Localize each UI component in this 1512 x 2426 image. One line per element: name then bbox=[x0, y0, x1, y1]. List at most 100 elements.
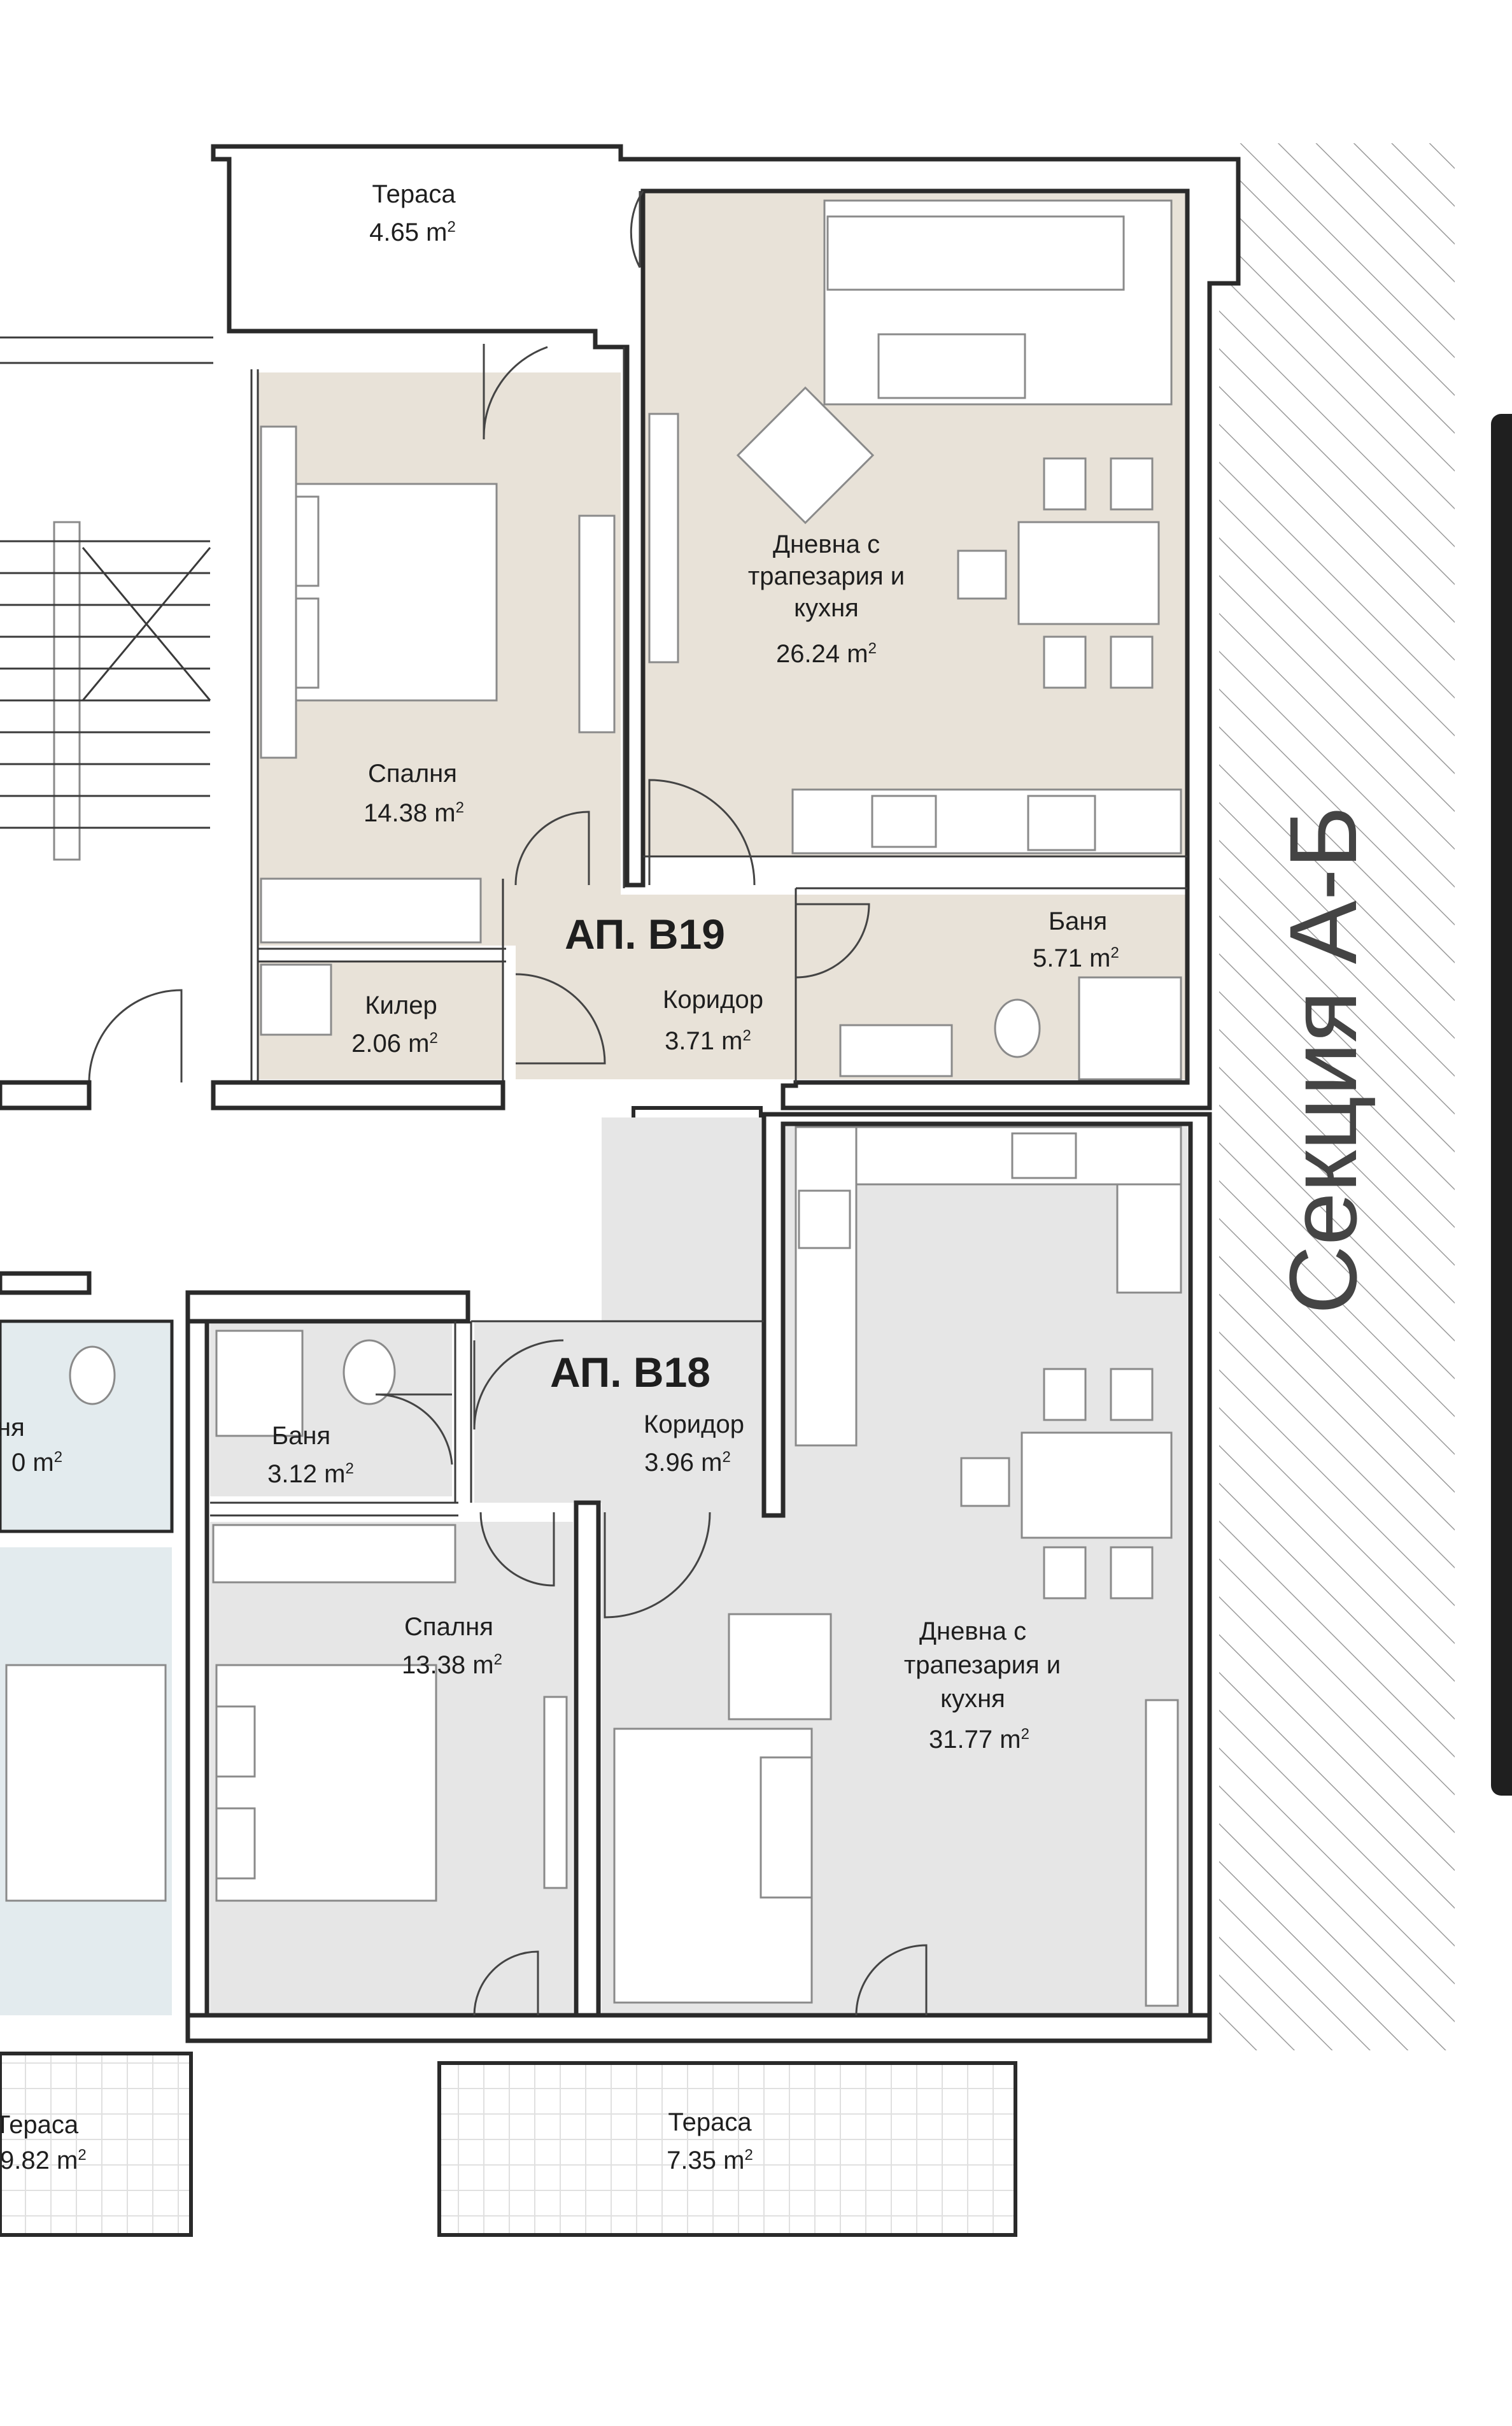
closet-b18 bbox=[212, 1524, 456, 1584]
walls-shared bbox=[211, 1080, 505, 1110]
label-terrace-b19-area: 4.65 m2 bbox=[369, 218, 456, 246]
room-terrace-b18 bbox=[437, 2061, 1017, 2237]
area-unit-sup: 2 bbox=[868, 640, 877, 657]
closet-b19 bbox=[260, 877, 482, 944]
area-value: 9.82 bbox=[0, 2146, 50, 2174]
area-value: 5.71 bbox=[1033, 944, 1082, 972]
label-storage-area: 2.06 m2 bbox=[351, 1030, 438, 1058]
door-storage bbox=[515, 973, 606, 1065]
dining-table-b18 bbox=[1021, 1431, 1173, 1539]
apartment-b18 bbox=[185, 1112, 1212, 2237]
nightstand bbox=[260, 425, 297, 759]
chair bbox=[1043, 1546, 1087, 1600]
label-bedroom-b18-name: Спалня bbox=[404, 1613, 493, 1641]
label-corridor-b19-area: 3.71 m2 bbox=[665, 1027, 751, 1055]
area-unit-sup: 2 bbox=[744, 2146, 752, 2164]
area-unit-sup: 2 bbox=[1110, 944, 1119, 961]
area-unit: m bbox=[472, 1651, 493, 1679]
kitchen-counter-b19 bbox=[791, 788, 1182, 855]
label-living-b19-line2: трапезария и bbox=[748, 562, 905, 590]
armchair bbox=[736, 386, 875, 525]
area-unit-sup: 2 bbox=[456, 799, 464, 816]
area-unit: m bbox=[434, 799, 455, 827]
wall bbox=[0, 1271, 92, 1295]
label-bath-b18-area: 3.12 m2 bbox=[267, 1460, 354, 1488]
wall-left-b18 bbox=[185, 1290, 209, 2018]
area-value: 7.35 bbox=[667, 2146, 716, 2174]
chair bbox=[1110, 457, 1154, 511]
door-terrace-living bbox=[630, 190, 644, 268]
door-living-b18 bbox=[604, 1512, 711, 1619]
area-value: 2.06 bbox=[351, 1030, 401, 1058]
walls-b19 bbox=[211, 144, 1241, 1110]
cooktop bbox=[1027, 795, 1096, 851]
sofa-back bbox=[826, 215, 1125, 291]
stair-rail bbox=[53, 521, 81, 861]
door-bedroom bbox=[514, 811, 590, 886]
label-terrace-b18-name: Тераса bbox=[668, 2108, 752, 2136]
label-bath-b19-name: Баня bbox=[1049, 907, 1107, 935]
label-terrace-b18-area: 7.35 m2 bbox=[667, 2146, 753, 2174]
neighbour-left bbox=[0, 336, 213, 2237]
door-bath-b18 bbox=[375, 1393, 453, 1465]
door-terrace-bed bbox=[483, 344, 548, 440]
area-value: 4.65 bbox=[369, 218, 419, 246]
area-unit: m bbox=[847, 640, 868, 668]
bath-vanity bbox=[839, 1024, 953, 1077]
fridge bbox=[1116, 1183, 1182, 1294]
dining-table-b19 bbox=[1017, 521, 1160, 625]
area-unit-sup: 2 bbox=[722, 1449, 730, 1466]
area-value: 14.38 bbox=[364, 799, 427, 827]
area-unit: m bbox=[32, 1449, 53, 1477]
kitchen-counter-side-b18 bbox=[795, 1126, 858, 1447]
chair bbox=[1110, 1368, 1154, 1421]
label-left-terrace-name: Тераса bbox=[0, 2111, 79, 2139]
area-unit-sup: 2 bbox=[494, 1651, 502, 1668]
label-living-b18-area: 31.77 m2 bbox=[929, 1726, 1029, 1754]
area-unit-sup: 2 bbox=[429, 1030, 437, 1047]
area-unit: m bbox=[57, 2146, 78, 2174]
chair bbox=[1043, 1368, 1087, 1421]
area-unit-sup: 2 bbox=[1021, 1726, 1029, 1743]
kitchen-counter-top-b18 bbox=[795, 1126, 1182, 1186]
label-living-b18-line3: кухня bbox=[940, 1685, 1005, 1713]
stair-arrows bbox=[81, 547, 211, 701]
label-bath-b18-name: Баня bbox=[272, 1422, 330, 1450]
cooktop bbox=[798, 1189, 851, 1249]
apartment-label-b18: АП. В18 bbox=[550, 1349, 710, 1396]
area-value: 13.38 bbox=[402, 1651, 465, 1679]
area-unit: m bbox=[1089, 944, 1110, 972]
area-unit-sup: 2 bbox=[345, 1460, 353, 1477]
area-unit: m bbox=[408, 1030, 429, 1058]
chair bbox=[1110, 635, 1154, 689]
scrollbar-thumb[interactable] bbox=[1491, 414, 1512, 1796]
door-terrace-bed-b18 bbox=[473, 1950, 539, 2016]
label-storage-name: Килер bbox=[365, 991, 437, 1019]
room-corridor-b18 bbox=[474, 1321, 783, 1503]
door-stairwell bbox=[88, 989, 183, 1083]
chair bbox=[1043, 457, 1087, 511]
area-value: 26.24 bbox=[776, 640, 840, 668]
label-left-terrace-area: 9.82 m2 bbox=[0, 2146, 87, 2174]
area-value: 31.77 bbox=[929, 1726, 993, 1754]
area-value: 3.71 bbox=[665, 1027, 714, 1055]
walls-b18 bbox=[761, 1112, 1212, 2043]
label-left-bath-area: 0 m2 bbox=[11, 1449, 62, 1477]
area-unit: m bbox=[426, 218, 447, 246]
chair bbox=[957, 550, 1007, 600]
pillow bbox=[215, 1807, 256, 1880]
label-left-bath-name: ня bbox=[0, 1414, 25, 1442]
sink bbox=[871, 795, 937, 848]
pillow bbox=[215, 1705, 256, 1778]
area-unit: m bbox=[324, 1460, 345, 1488]
area-unit: m bbox=[721, 1027, 742, 1055]
wardrobe bbox=[578, 514, 616, 734]
toilet bbox=[343, 1339, 396, 1405]
label-corridor-b18-name: Коридор bbox=[644, 1410, 744, 1438]
area-unit-sup: 2 bbox=[447, 218, 455, 236]
coffee-table bbox=[877, 333, 1026, 399]
door-terrace-living-b18 bbox=[855, 1944, 928, 2016]
tv-unit bbox=[1145, 1699, 1179, 2007]
wardrobe bbox=[543, 1696, 568, 1889]
